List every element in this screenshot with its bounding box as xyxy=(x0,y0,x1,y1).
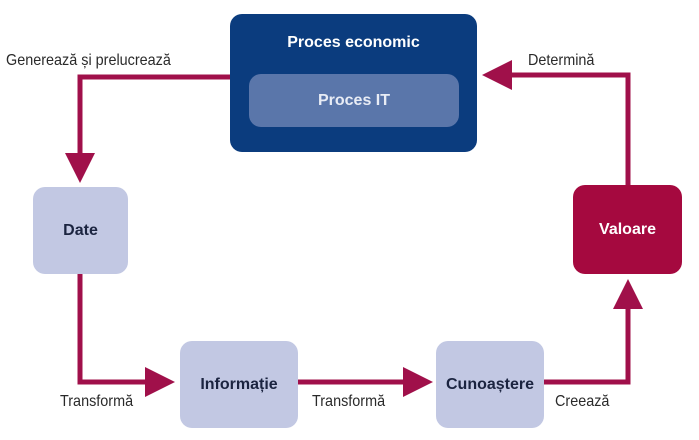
informatie-label: Informație xyxy=(200,375,278,393)
informatie-box: Informație xyxy=(180,341,298,428)
arrow-valoare-to-process xyxy=(482,60,631,185)
edge-label-creeaza: Creează xyxy=(555,393,610,410)
valoare-label: Valoare xyxy=(599,220,656,238)
process-economic-label: Proces economic xyxy=(287,34,420,51)
edge-label-transforma-2: Transformă xyxy=(312,393,386,410)
valoare-box: Valoare xyxy=(573,185,682,274)
arrow-process-to-date xyxy=(65,74,232,183)
cunoastere-box: Cunoaștere xyxy=(436,341,544,428)
edge-label-genereaza: Generează și prelucrează xyxy=(6,52,171,69)
arrow-cunoastere-to-valoare xyxy=(544,279,643,385)
date-box: Date xyxy=(33,187,128,274)
cunoastere-label: Cunoaștere xyxy=(445,375,535,393)
process-it-label: Proces IT xyxy=(317,91,391,109)
date-label: Date xyxy=(63,221,98,239)
edge-label-transforma-1: Transformă xyxy=(60,393,134,410)
process-it-box: Proces IT xyxy=(249,74,459,127)
arrow-date-to-informatie xyxy=(77,274,175,397)
edge-label-determina: Determină xyxy=(528,52,595,69)
